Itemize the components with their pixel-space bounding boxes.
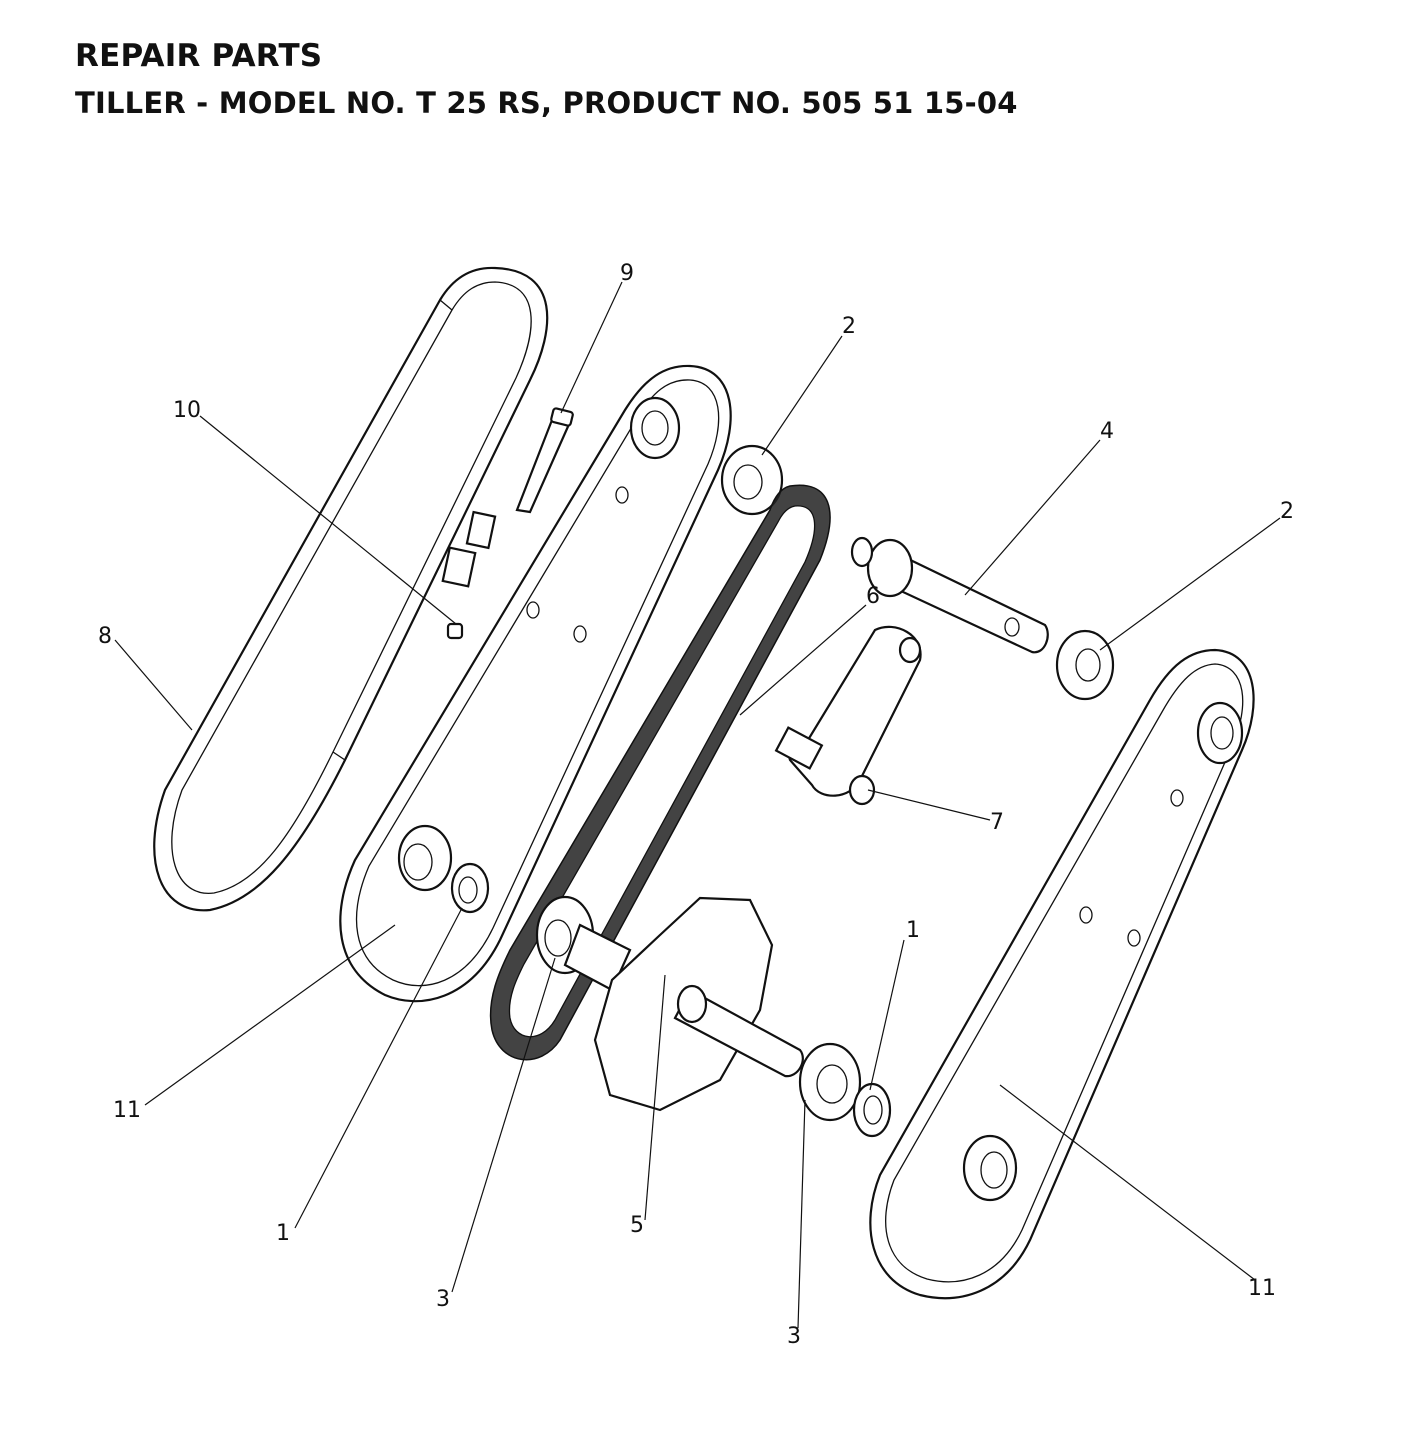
callout-11-left: 11 [113, 1098, 141, 1123]
part-9-bolt [515, 407, 574, 514]
part-7-tensioner-arm [774, 625, 922, 806]
callout-6: 6 [866, 584, 880, 609]
part-11-chain-case-left [339, 364, 732, 1003]
part-1-washer-right [852, 1082, 892, 1138]
callout-3-left: 3 [436, 1287, 450, 1312]
callout-2-upper: 2 [842, 314, 856, 339]
leader-lines [114, 281, 1281, 1329]
page-title: REPAIR PARTS [75, 38, 323, 74]
callout-4: 4 [1100, 419, 1114, 444]
callout-2-right: 2 [1280, 499, 1294, 524]
part-4-drive-shaft [850, 536, 1049, 654]
callout-5: 5 [630, 1213, 644, 1238]
part-3-bearing-right [798, 1042, 862, 1122]
callout-8: 8 [98, 624, 112, 649]
part-11-chain-case-right [869, 648, 1255, 1300]
callout-7: 7 [990, 810, 1004, 835]
model-subtitle: TILLER - MODEL NO. T 25 RS, PRODUCT NO. … [75, 86, 1018, 120]
callout-labels: 9 2 10 4 2 8 6 7 1 11 5 1 11 3 3 [98, 261, 1294, 1349]
part-1-washer-left [450, 862, 490, 914]
callout-11-right: 11 [1248, 1276, 1276, 1301]
callout-10: 10 [173, 398, 201, 423]
part-2-bearing-right [1055, 629, 1115, 701]
part-5-sprocket-shaft [593, 896, 804, 1112]
callout-1-right: 1 [906, 918, 920, 943]
callout-1-left: 1 [276, 1221, 290, 1246]
callout-9: 9 [620, 261, 634, 286]
part-8-belt [153, 266, 549, 912]
callout-3-right: 3 [787, 1324, 801, 1349]
part-2-bearing-upper [720, 444, 784, 516]
part-10-guide-block [441, 510, 497, 640]
